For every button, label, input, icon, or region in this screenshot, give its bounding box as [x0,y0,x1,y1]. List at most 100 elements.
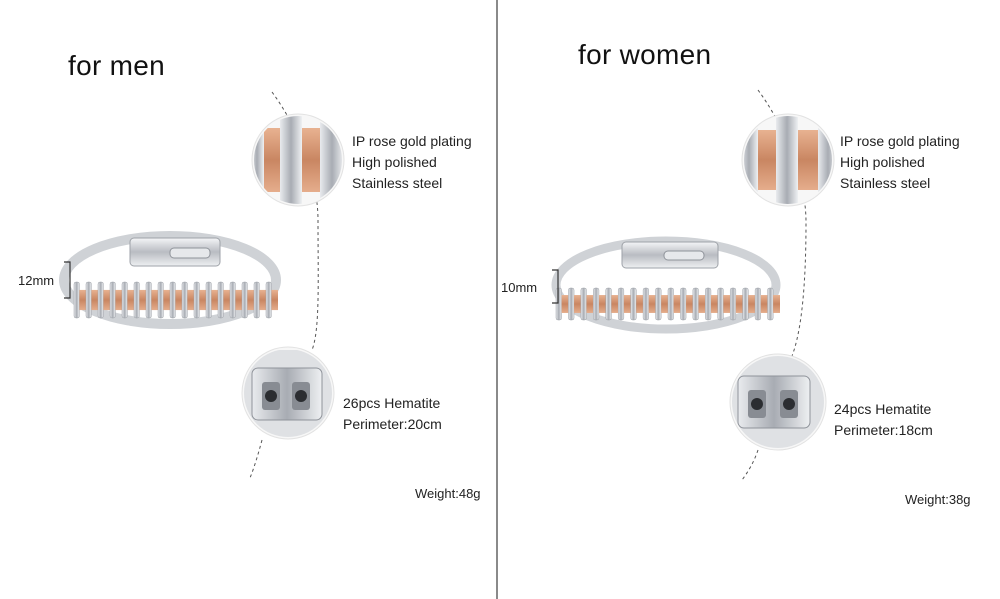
rose-gold-link [223,289,230,311]
steel-link [617,287,625,321]
steel-link [717,287,724,321]
steel-link [767,287,774,321]
steel-link [157,281,164,319]
steel-link [253,281,260,319]
steel-link [605,287,612,321]
rose-gold-link [79,289,86,311]
weight-label: Weight:38g [905,492,971,507]
steel-link [181,281,188,319]
women-bracelet [551,236,781,334]
steel-link [145,281,152,319]
steel-link [642,287,649,321]
steel-link [630,287,637,321]
rose-gold-link [648,295,656,313]
width-label: 10mm [501,280,538,295]
rose-gold-link [723,295,731,313]
women-bracelet-illustration [551,89,835,481]
steel-link [754,287,761,321]
rose-gold-link [735,295,743,313]
plating-line: High polished [352,154,437,170]
hematite-line: Perimeter:20cm [343,416,442,432]
plating-spec: IP rose gold plating High polished Stain… [840,131,960,194]
steel-link [580,287,587,321]
plating-line: IP rose gold plating [840,133,960,149]
steel-link [85,281,92,319]
hematite-zoom-circle [729,353,827,451]
plating-zoom-circle [251,113,345,207]
steel-link [109,281,116,319]
rose-gold-link [115,289,122,311]
steel-link [205,281,212,319]
width-label: 12mm [18,273,55,288]
rose-gold-link [247,289,254,311]
steel-link [121,281,128,319]
steel-link [193,281,200,319]
leader-line [741,449,759,481]
steel-link [593,287,600,321]
hematite-zoom-circle [241,346,335,440]
steel-link [97,281,104,319]
hematite-spec: 26pcs Hematite Perimeter:20cm [343,393,442,435]
steel-link [680,287,687,321]
steel-link [667,287,674,321]
hematite-spec: 24pcs Hematite Perimeter:18cm [834,399,933,441]
women-title: for women [578,39,712,70]
leader-line [249,439,263,479]
men-bracelet [59,231,281,329]
plating-spec: IP rose gold plating High polished Stain… [352,131,472,194]
hematite-line: Perimeter:18cm [834,422,933,438]
women-panel: for women [500,0,1000,599]
plating-zoom-circle [741,113,835,207]
rose-gold-link [598,295,606,313]
rose-gold-link [710,295,718,313]
steel-link [241,281,248,319]
hematite-line: 26pcs Hematite [343,395,441,411]
rose-gold-link [661,295,668,313]
rose-gold-link [163,289,170,311]
rose-gold-link [623,295,631,313]
steel-link [229,281,236,319]
rose-gold-link [235,289,242,311]
steel-link [555,287,562,321]
men-panel: for men [18,50,481,501]
steel-link [568,287,575,321]
rose-gold-link [686,295,693,313]
steel-link [73,281,80,319]
width-bracket [64,261,71,299]
steel-link [133,281,140,319]
rose-gold-link [103,289,110,311]
rose-gold-link [91,289,98,311]
men-bracelet-illustration [59,91,345,479]
steel-link [742,287,749,321]
rose-gold-link [673,295,681,313]
rose-gold-link [199,289,206,311]
rose-gold-link [586,295,594,313]
rose-gold-link [139,289,146,311]
men-title: for men [68,50,166,81]
rose-gold-link [636,295,644,313]
plating-line: Stainless steel [352,175,443,191]
steel-link [705,287,712,321]
rose-gold-link [127,289,134,311]
rose-gold-link [611,295,619,313]
steel-link [217,281,224,319]
steel-link [692,287,699,321]
plating-line: IP rose gold plating [352,133,472,149]
weight-label: Weight:48g [415,486,481,501]
rose-gold-link [748,295,756,313]
steel-link [169,281,176,319]
rose-gold-link [760,295,768,313]
rose-gold-link [175,289,182,311]
rose-gold-link [773,295,780,313]
plating-line: High polished [840,154,925,170]
rose-gold-link [561,295,569,313]
rose-gold-link [259,289,266,311]
steel-link [655,287,662,321]
panel-divider [496,0,498,599]
rose-gold-link [698,295,706,313]
rose-gold-link [271,289,278,311]
rose-gold-link [151,289,158,311]
rose-gold-link [574,295,581,313]
rose-gold-link [187,289,194,311]
hematite-line: 24pcs Hematite [834,401,932,417]
